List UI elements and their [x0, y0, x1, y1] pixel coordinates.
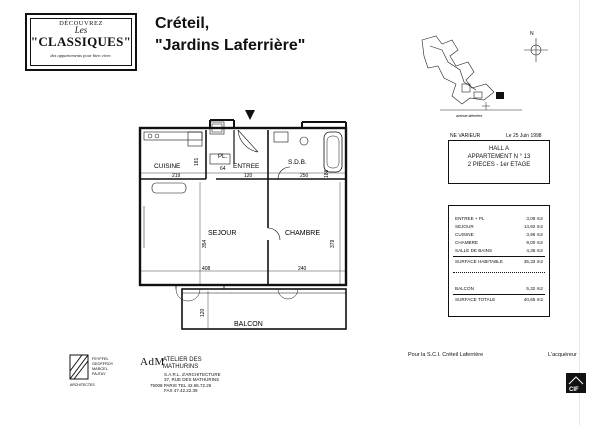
scan-edge-line: [579, 0, 580, 425]
cif-stamp-icon: CIF: [566, 373, 586, 393]
sci-signature-label: Pour la S.C.I. Créteil Laferrière: [408, 352, 484, 358]
apartment-box: HALL A APPARTEMENT N ° 13 2 PIECES - 1er…: [448, 140, 550, 184]
floor-plan: CUISINE PL. ENTREE S.D.B. SEJOUR CHAMBRE…: [138, 110, 348, 330]
architect-address-block: S.A.R.L. d'ARCHITECTURE 37, RUE DES MATH…: [150, 372, 221, 394]
architect-caption: ARCHITECTES: [70, 383, 95, 387]
logo-slogan: des appartements pour bien vivre.: [50, 53, 112, 58]
residence-title: "Jardins Laferrière": [155, 37, 306, 54]
room-pl: PL.: [218, 154, 227, 160]
dim-entree-w: 120: [244, 173, 253, 179]
varieteur-label: NE VARIEUR: [450, 133, 481, 139]
address-line: 37, RUE DES MATHURINS: [164, 377, 220, 383]
outer-wall: [138, 126, 348, 287]
atelier-name: ATELIER DES MATHURINS: [163, 357, 202, 371]
logo-tagline-top: DÉCOUVREZ: [59, 20, 103, 27]
fax-line: FAX 47.42.22.39: [164, 388, 198, 394]
divider: [453, 272, 545, 273]
dim-sdb-w: 250: [300, 173, 309, 179]
room-sejour: SEJOUR: [208, 230, 236, 237]
divider: [453, 294, 545, 295]
room-sdb: S.D.B.: [288, 159, 307, 166]
room-balcon: BALCON: [234, 321, 263, 328]
atelier-line-2: MATHURINS: [163, 364, 199, 370]
dim-sdb-h: 186: [324, 169, 330, 178]
entrance-arrow-icon: [245, 110, 255, 120]
dim-balcon-h: 120: [200, 308, 206, 317]
divider: [453, 256, 545, 257]
logo-article: Les: [74, 25, 88, 35]
location-map: N avenue laferrière: [421, 31, 548, 118]
dim-pl-w: 64: [220, 166, 226, 172]
logo-brand: "CLASSIQUES": [30, 34, 132, 49]
architect-name-1: FEYFFEL: [92, 357, 109, 361]
phone-line: 75008 PARIS TEL 42.65.72.26: [150, 382, 212, 388]
dim-cuisine-w: 219: [172, 173, 181, 179]
architect-logo: FEYFFEL GEOFFROY MARCEL PAJTAY ARCHITECT…: [69, 354, 114, 387]
city-title: Créteil,: [155, 15, 210, 32]
architect-name-2: GEOFFROY: [92, 362, 114, 366]
adm-monogram: AdM: [140, 356, 165, 368]
logo-inner-frame: [30, 18, 132, 66]
dim-sejour-h: 354: [202, 239, 208, 248]
room-chambre: CHAMBRE: [285, 230, 320, 237]
apartment-number: APPARTEMENT N ° 13: [467, 154, 531, 160]
apartment-type: 2 PIECES - 1er ETAGE: [467, 162, 531, 168]
compass-north: N: [530, 31, 534, 37]
hall-label: HALL A: [488, 146, 510, 152]
balcon-outline: [181, 288, 347, 330]
stamp-text: CIF: [569, 387, 579, 393]
room-entree: ENTREE: [233, 163, 260, 170]
architect-name-4: PAJTAY: [92, 372, 106, 376]
sarl-line: S.A.R.L. d'ARCHITECTURE: [164, 372, 221, 377]
architect-name-3: MARCEL: [92, 367, 108, 371]
acquereur-label: L'acquéreur: [548, 352, 577, 358]
plan-date: Le 25 Juin 1998: [506, 133, 542, 139]
dim-sejour-w: 408: [202, 266, 211, 272]
apartment-marker: [496, 92, 504, 99]
classiques-logo: DÉCOUVREZ Les "CLASSIQUES" des apparteme…: [25, 13, 137, 71]
dim-chambre-h: 379: [330, 239, 336, 248]
atelier-line-1: ATELIER DES: [163, 357, 202, 363]
street-label: avenue laferrière: [456, 114, 482, 118]
dim-cuisine-h: 181: [194, 157, 200, 166]
dim-chambre-w: 240: [298, 266, 307, 272]
room-cuisine: CUISINE: [154, 163, 181, 170]
